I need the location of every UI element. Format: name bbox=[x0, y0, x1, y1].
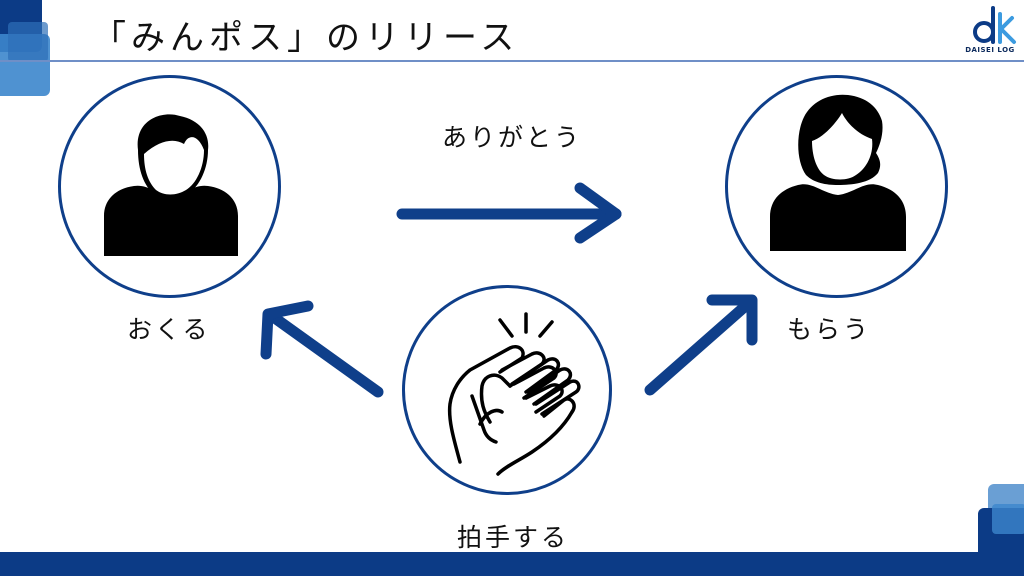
thanks-label: ありがとう bbox=[442, 123, 583, 152]
title-underline bbox=[0, 60, 1024, 62]
clap-label: 拍手する bbox=[457, 523, 570, 552]
woman-person-icon bbox=[770, 94, 906, 251]
arrow-to-sender bbox=[260, 300, 384, 398]
corner-decoration-top-left bbox=[0, 0, 50, 96]
slide-title: 「みんポス」のリリース bbox=[92, 18, 520, 58]
man-person-icon bbox=[104, 114, 238, 256]
daisei-logo-icon bbox=[973, 6, 1016, 44]
corner-decoration-bottom-right bbox=[978, 484, 1024, 560]
footer-bar bbox=[0, 552, 1024, 576]
sender-label: おくる bbox=[127, 315, 211, 344]
logo-text: DAISEI LOG bbox=[965, 46, 1015, 54]
thanks-arrow bbox=[396, 182, 622, 244]
receiver-label: もらう bbox=[787, 315, 872, 344]
arrow-to-receiver bbox=[644, 294, 758, 396]
clapping-hands-icon bbox=[447, 312, 581, 476]
